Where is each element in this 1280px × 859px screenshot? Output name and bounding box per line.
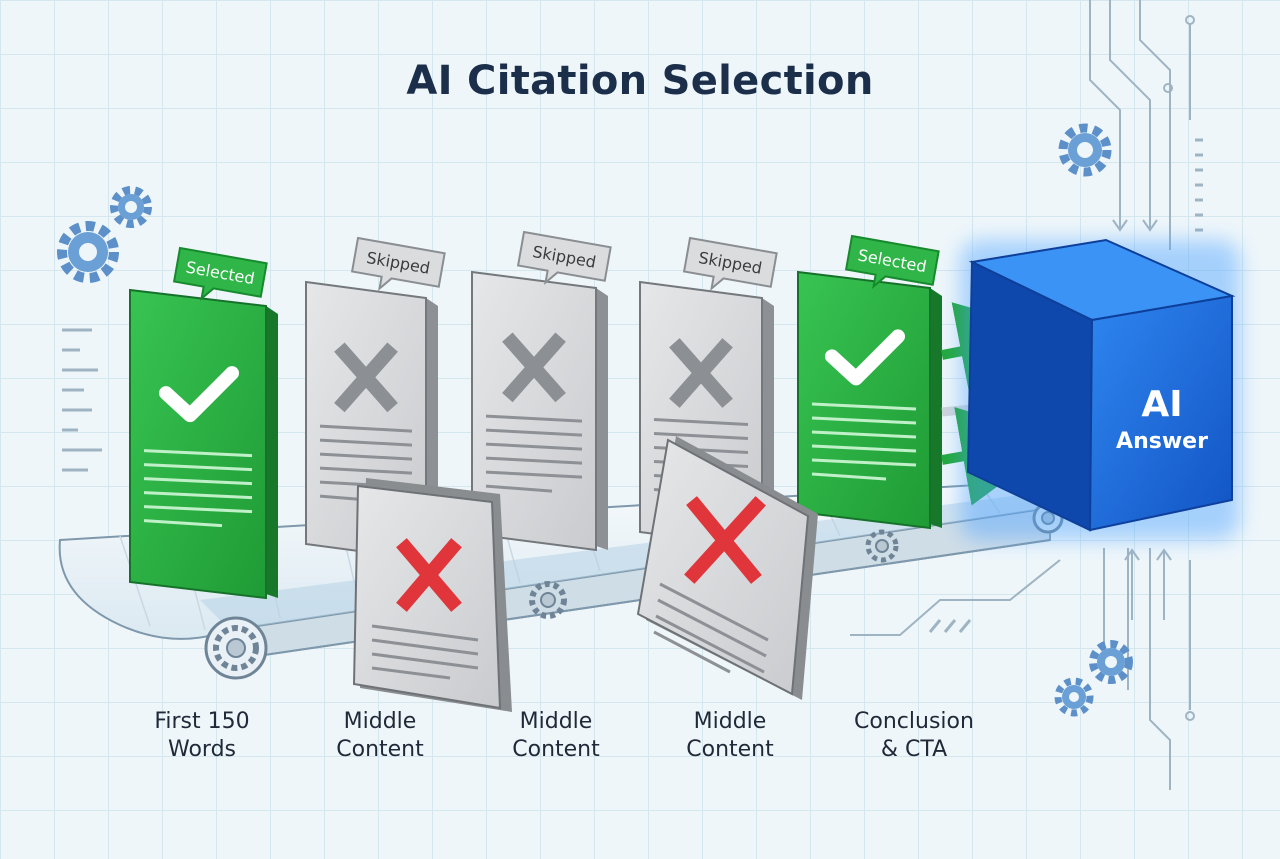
rejected-card bbox=[636, 436, 818, 700]
stage-caption-line2: Content bbox=[512, 737, 600, 762]
stage-caption-line1: Middle bbox=[693, 709, 767, 734]
skipped-tag: Skipped bbox=[516, 230, 612, 286]
stage-caption-line1: Conclusion bbox=[854, 709, 974, 734]
selected-tag: Selected bbox=[844, 234, 940, 290]
stage-caption-line1: Middle bbox=[519, 709, 593, 734]
red-x-icon bbox=[396, 538, 462, 612]
text-lines bbox=[485, 414, 583, 493]
gear-icon bbox=[1089, 640, 1133, 684]
x-icon bbox=[334, 342, 398, 413]
ai-box-line1: AI bbox=[1141, 384, 1182, 425]
roller-gear bbox=[529, 581, 567, 619]
stage-caption-line2: Words bbox=[167, 737, 236, 762]
text-lines bbox=[143, 449, 253, 528]
selected-card bbox=[797, 270, 942, 530]
x-icon bbox=[502, 332, 566, 403]
skipped-tag: Skipped bbox=[350, 236, 446, 292]
ai-answer-box: AI Answer bbox=[960, 238, 1240, 540]
page-title: AI Citation Selection bbox=[406, 58, 874, 104]
check-icon bbox=[159, 366, 239, 423]
gear-icon bbox=[57, 221, 119, 283]
roller-gear bbox=[865, 529, 899, 563]
flow-arrows-vertical bbox=[1112, 150, 1172, 620]
red-x-icon bbox=[684, 496, 766, 584]
gear-icon bbox=[1058, 123, 1112, 177]
skipped-tag: Skipped bbox=[682, 236, 778, 292]
stage-cards: Selected Skipped Skipped Skipped Selected bbox=[129, 230, 942, 600]
circuit-lines bbox=[850, 0, 1195, 790]
skipped-card bbox=[471, 270, 608, 552]
selected-card bbox=[129, 288, 278, 600]
stage-caption: Conclusion & CTA bbox=[814, 708, 1014, 764]
stage-caption-line2: Content bbox=[686, 737, 774, 762]
stage-caption-line1: Middle bbox=[343, 709, 417, 734]
selected-tag: Selected bbox=[172, 246, 268, 302]
ai-box-line2: Answer bbox=[1116, 429, 1208, 454]
gear-icon bbox=[1054, 677, 1094, 717]
text-lines bbox=[811, 402, 917, 481]
gear-icon bbox=[110, 186, 152, 228]
stage-caption-line2: Content bbox=[336, 737, 424, 762]
roller-gear bbox=[204, 616, 268, 680]
rejected-card bbox=[352, 478, 512, 712]
x-icon bbox=[669, 338, 733, 408]
stage-caption-line1: First 150 bbox=[154, 709, 250, 734]
check-icon bbox=[825, 329, 905, 386]
stage-caption-line2: & CTA bbox=[880, 737, 948, 762]
circuit-dashes bbox=[62, 138, 1203, 472]
